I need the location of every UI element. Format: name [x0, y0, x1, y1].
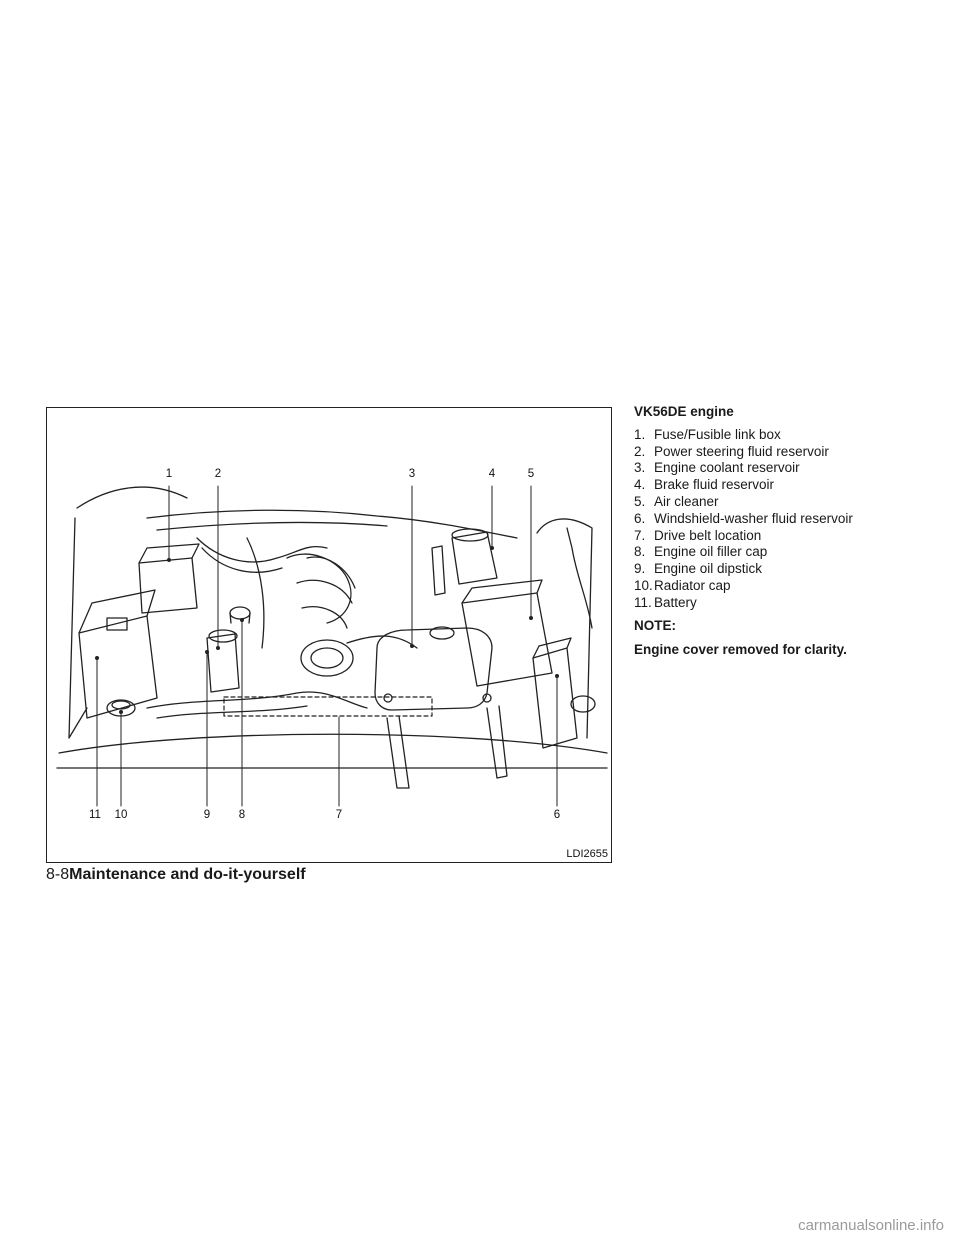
item-number: 10.: [634, 577, 653, 593]
item-number: 11.: [634, 594, 652, 610]
watermark: carmanualsonline.info: [798, 1217, 944, 1234]
list-item: 4. Brake fluid reservoir: [634, 477, 934, 494]
list-item: 9. Engine oil dipstick: [634, 561, 934, 578]
list-item: 6. Windshield-washer fluid reservoir: [634, 511, 934, 528]
callout-7: 7: [335, 809, 343, 821]
item-number: 5.: [634, 493, 646, 509]
item-label: Power steering fluid reservoir: [654, 443, 829, 459]
list-item: 8. Engine oil filler cap: [634, 544, 934, 561]
item-label: Engine coolant reservoir: [654, 460, 800, 476]
figure-code: LDI2655: [566, 848, 608, 860]
item-number: 6.: [634, 510, 646, 526]
item-label: Engine oil filler cap: [654, 544, 768, 560]
item-number: 3.: [634, 460, 646, 476]
callout-4: 4: [488, 468, 496, 480]
item-number: 1.: [634, 426, 646, 442]
item-label: Engine oil dipstick: [654, 561, 763, 577]
item-label: Brake fluid reservoir: [654, 477, 775, 493]
item-number: 2.: [634, 443, 646, 459]
list-item: 10.Radiator cap: [634, 578, 934, 595]
list-item: 2. Power steering fluid reservoir: [634, 444, 934, 461]
page-footer: 8-8Maintenance and do-it-yourself: [46, 866, 306, 884]
list-item: 7. Drive belt location: [634, 528, 934, 545]
item-label: Drive belt location: [654, 527, 762, 543]
note-text: Engine cover removed for clarity.: [634, 642, 847, 658]
item-label: Battery: [654, 594, 697, 610]
item-label: Fuse/Fusible link box: [654, 426, 781, 442]
item-label: Radiator cap: [654, 577, 731, 593]
callout-6: 6: [553, 809, 561, 821]
callout-10: 10: [114, 809, 128, 821]
item-number: 4.: [634, 477, 646, 493]
callout-11: 11: [89, 809, 101, 821]
callout-9: 9: [203, 809, 211, 821]
list-item: 3. Engine coolant reservoir: [634, 460, 934, 477]
list-item: 1. Fuse/Fusible link box: [634, 427, 934, 444]
engine-diagram-figure: 1 2 3 4 5 6 7 8 9 10 11 LDI2655: [46, 407, 612, 863]
callout-1: 1: [165, 468, 173, 480]
list-item: 11.Battery: [634, 595, 934, 612]
engine-compartment-drawing: [56, 485, 608, 807]
section-title: Maintenance and do-it-yourself: [69, 866, 306, 883]
legend-heading: VK56DE engine: [634, 404, 734, 419]
callout-5: 5: [527, 468, 535, 480]
page-number: 8-8: [46, 866, 70, 883]
callout-2: 2: [214, 468, 222, 480]
parts-legend: VK56DE engine 1. Fuse/Fusible link box 2.…: [634, 404, 934, 659]
note-label: NOTE:: [634, 617, 676, 633]
item-label: Windshield-washer fluid reservoir: [654, 510, 853, 526]
list-item: 5. Air cleaner: [634, 494, 934, 511]
item-number: 8.: [634, 544, 646, 560]
parts-list: 1. Fuse/Fusible link box 2. Power steering…: [634, 427, 934, 612]
item-label: Air cleaner: [654, 493, 719, 509]
callout-8: 8: [238, 809, 246, 821]
item-number: 7.: [634, 527, 646, 543]
callout-3: 3: [408, 468, 416, 480]
item-number: 9.: [634, 561, 646, 577]
